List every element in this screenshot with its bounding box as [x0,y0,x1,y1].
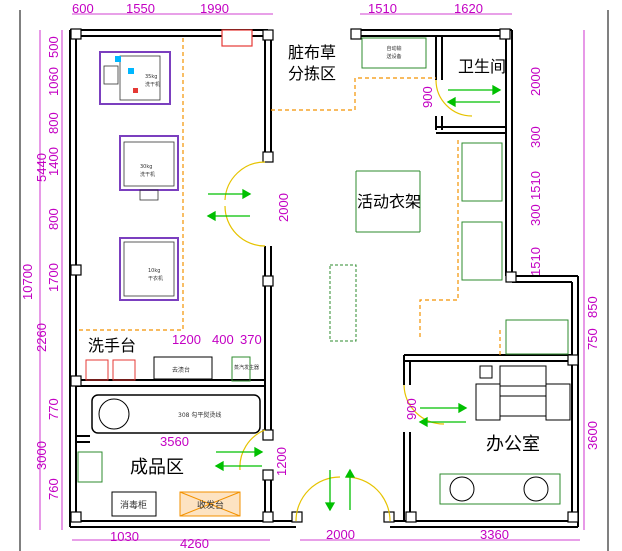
washer35-label: 35kg [145,74,157,80]
gas-boiler-label: 蒸汽发生器 [234,364,259,371]
rack-icons [355,170,421,233]
dim-left-800: 800 [46,112,61,134]
dim-left-1060: 1060 [46,67,61,96]
dim-top-1990: 1990 [200,1,229,16]
dim-left-3000: 3000 [34,441,49,470]
receive-label: 收发台 [197,499,224,511]
dim-left-500: 500 [46,36,61,58]
dim-bottom-2000: 2000 [326,527,355,542]
dim-right-1510: 1510 [528,171,543,200]
flow-arrows [206,84,502,512]
dim-left-5440: 5440 [34,153,49,182]
dim-left-10700: 10700 [20,264,35,300]
dryer10-label: 10kg [148,268,160,274]
room-sorting-line1: 脏布草 [288,43,336,62]
conveyor-label-1: 自动输 [386,45,401,52]
room-handwash: 洗手台 [88,336,136,355]
washer-35kg: 35kg 洗干机 [99,51,171,105]
washer-30kg: 30kg 洗干机 [119,135,179,201]
storage-racks-right [461,142,569,355]
doors [224,79,473,522]
conveyor-unit: 自动输 送设备 [361,37,427,69]
stainer-label: 去渍台 [172,366,190,374]
washer30-type: 洗干机 [140,171,155,178]
office-furniture [439,365,571,505]
dim-right-3600: 3600 [585,421,600,450]
dim-left-1400: 1400 [46,147,61,176]
dim-top-1510: 1510 [368,1,397,16]
dim-left-770: 770 [46,398,61,420]
room-finished: 成品区 [130,457,184,478]
conveyor-label-2: 送设备 [386,53,401,60]
dim-bottom-1030: 1030 [110,529,139,544]
dim-inner-1200b: 1200 [274,447,289,476]
dim-inner-1200: 1200 [172,332,201,347]
dryer10-type: 干衣机 [148,275,163,282]
dim-left-2260: 2260 [34,323,49,352]
dim-right-300: 300 [528,126,543,148]
shelf-icon [77,451,103,483]
dim-right-1510b: 1510 [528,247,543,276]
sink-icon [112,359,136,381]
washer35-type: 洗干机 [145,81,160,88]
dim-inner-900b: 900 [404,398,419,420]
dim-right-850: 850 [585,296,600,318]
room-office: 办公室 [486,434,540,455]
dim-inner-400: 400 [212,332,234,347]
dim-left-1700: 1700 [46,263,61,292]
dim-inner-370: 370 [240,332,262,347]
dim-inner-3560: 3560 [160,434,189,449]
room-sorting-line2: 分拣区 [288,64,336,83]
dryer-10kg: 10kg 干衣机 [119,237,179,301]
dim-top-1620: 1620 [454,1,483,16]
dim-left-760: 760 [46,478,61,500]
dim-right-300b: 300 [528,204,543,226]
gas-boiler-box [231,356,251,382]
room-rack: 活动衣架 [357,192,421,211]
ironer-line: 308 勾平熨烫线 [91,394,261,434]
linen-cart [329,264,357,342]
columns [70,28,579,523]
dim-top-600: 600 [72,1,94,16]
stainer-box [153,356,213,380]
dim-top-1550: 1550 [126,1,155,16]
disinfect-label: 消毒柜 [120,499,147,511]
dim-inner-2000: 2000 [276,193,291,222]
sink-icon [85,359,109,381]
dim-inner-900: 900 [420,86,435,108]
extinguisher-icon [221,29,253,47]
washer30-label: 30kg [140,164,152,170]
dim-bottom-4260: 4260 [180,536,209,551]
disinfect-cabinet [111,491,157,517]
zone-boundaries [76,38,501,355]
room-toilet: 卫生间 [458,57,506,76]
dim-bottom-3360: 3360 [480,527,509,542]
ironer-label: 308 勾平熨烫线 [178,411,221,419]
dim-left-800b: 800 [46,208,61,230]
dim-right-750: 750 [585,328,600,350]
dim-right-2000: 2000 [528,67,543,96]
